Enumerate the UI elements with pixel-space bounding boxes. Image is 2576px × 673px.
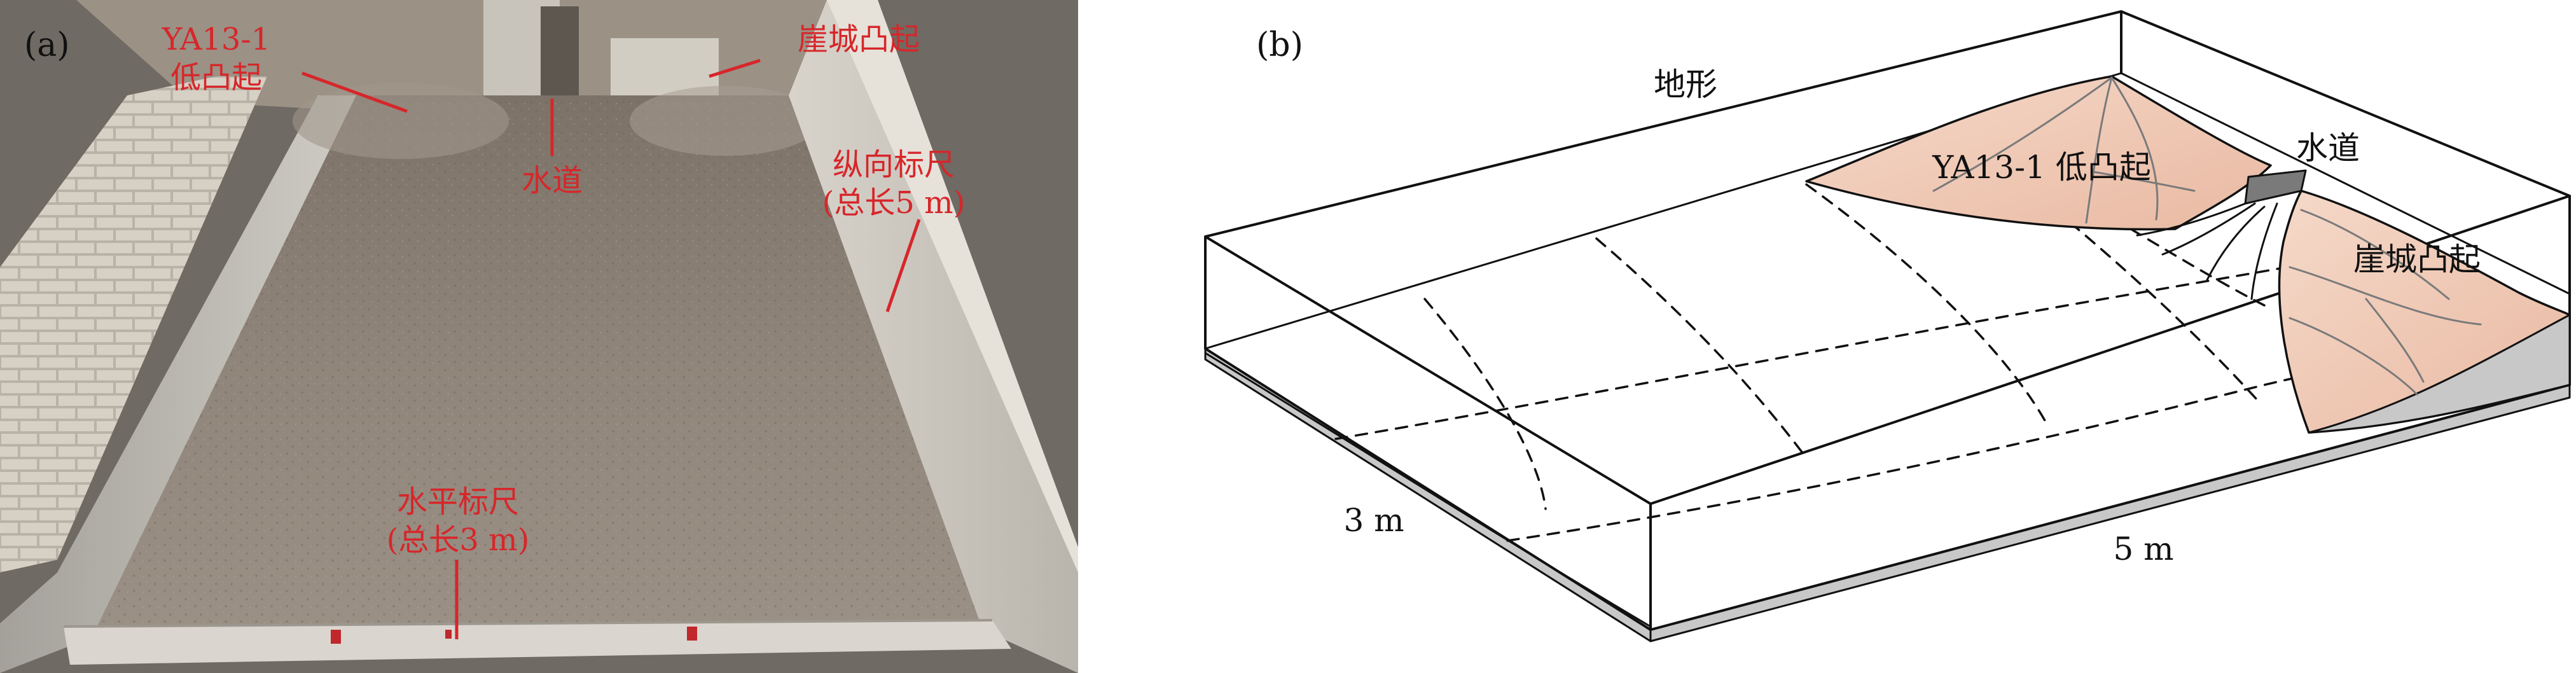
label-length-dim: 5 m	[2113, 531, 2173, 567]
left-concrete-wall	[0, 95, 356, 673]
sand-surface	[1204, 352, 1652, 628]
label-b-low-uplift: YA13-1 低凸起	[1932, 149, 2150, 186]
leader-low-uplift	[301, 71, 408, 113]
uplift-mound-right	[630, 86, 821, 156]
yacheng-slope	[2308, 314, 2571, 434]
label-channel: 水道	[522, 163, 583, 198]
label-b-channel: 水道	[2296, 130, 2360, 167]
label-b-yacheng-uplift: 崖城凸起	[2353, 241, 2481, 278]
panel-a-leaders	[301, 59, 921, 639]
flow-line	[2250, 202, 2278, 300]
left-brick-wall	[0, 76, 267, 572]
ridge	[1932, 76, 2113, 192]
base-slab-left	[1204, 347, 1652, 642]
label-horiz-scale-line1: 水平标尺	[397, 484, 519, 520]
terrain-grid	[1334, 158, 2323, 542]
scale-mark	[445, 630, 452, 639]
grid-line	[1506, 374, 2310, 542]
label-long-scale-line2: (总长5 m)	[822, 185, 966, 221]
sand-texture	[95, 95, 983, 630]
ridge	[2289, 266, 2482, 326]
panel-b-tag: (b)	[1256, 26, 1303, 64]
ridge	[2085, 76, 2113, 224]
label-width-dim: 3 m	[1343, 502, 1404, 539]
floor-back-edge	[1204, 72, 2571, 350]
channel-flow-lines	[2136, 202, 2278, 300]
label-long-scale-line1: 纵向标尺	[833, 147, 955, 183]
ridge	[2300, 209, 2450, 300]
label-low-uplift-line1: YA13-1	[162, 22, 270, 57]
flow-line	[2136, 202, 2247, 237]
leader-yacheng	[709, 59, 761, 78]
right-concrete-wall	[789, 0, 1078, 673]
back-channel-gap	[541, 6, 579, 108]
front-scale-bar	[64, 620, 1011, 665]
ridge	[2091, 170, 2196, 192]
panel-a-tag: (a)	[24, 26, 70, 64]
label-horiz-scale-line2: (总长3 m)	[387, 522, 530, 558]
yacheng-ridges	[2289, 209, 2482, 396]
grid-line	[2129, 228, 2266, 307]
front-scale-edge	[63, 619, 993, 628]
grid-line	[1423, 298, 1547, 510]
label-terrain: 地形	[1654, 66, 1717, 103]
leader-long-scale	[885, 219, 921, 312]
ridge	[2110, 76, 2159, 221]
low-uplift-shape	[1805, 75, 2272, 231]
ridge	[2365, 298, 2425, 383]
scale-mark	[331, 630, 341, 644]
right-wall-top	[827, 0, 1078, 572]
grid-line	[1595, 237, 1808, 459]
flow-line	[2206, 205, 2266, 281]
uplift-mound-left	[293, 83, 509, 159]
low-uplift-ridges	[1932, 76, 2196, 224]
label-low-uplift-line2: 低凸起	[170, 60, 262, 95]
scale-mark	[687, 627, 697, 641]
grid-line	[1805, 183, 2049, 427]
label-yacheng-uplift: 崖城凸起	[798, 22, 920, 57]
panel-b-diagram	[1204, 10, 2571, 642]
ridge	[2289, 317, 2418, 396]
flow-line	[2161, 202, 2256, 256]
grid-line	[1334, 260, 2323, 440]
panel-a-photo	[0, 0, 1078, 673]
